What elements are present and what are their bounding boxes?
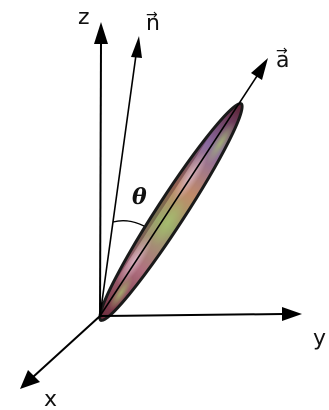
z-axis-label: z: [78, 5, 90, 30]
n-vector-arrow-glyph: →: [146, 7, 158, 23]
x-axis: [20, 315, 101, 389]
n-vector: [99, 36, 142, 317]
y-axis-label: y: [313, 326, 326, 351]
n-vector-label: n: [146, 11, 160, 36]
ellipsoid: [89, 96, 244, 322]
z-axis: [94, 22, 108, 317]
a-vector-arrow-glyph: →: [276, 43, 288, 59]
theta-arc: [112, 220, 145, 227]
y-axis: [99, 307, 302, 321]
a-vector-label: a: [276, 48, 289, 73]
a-vector: [99, 58, 268, 317]
x-axis-label: x: [44, 387, 57, 410]
theta-label: θ: [132, 184, 147, 210]
